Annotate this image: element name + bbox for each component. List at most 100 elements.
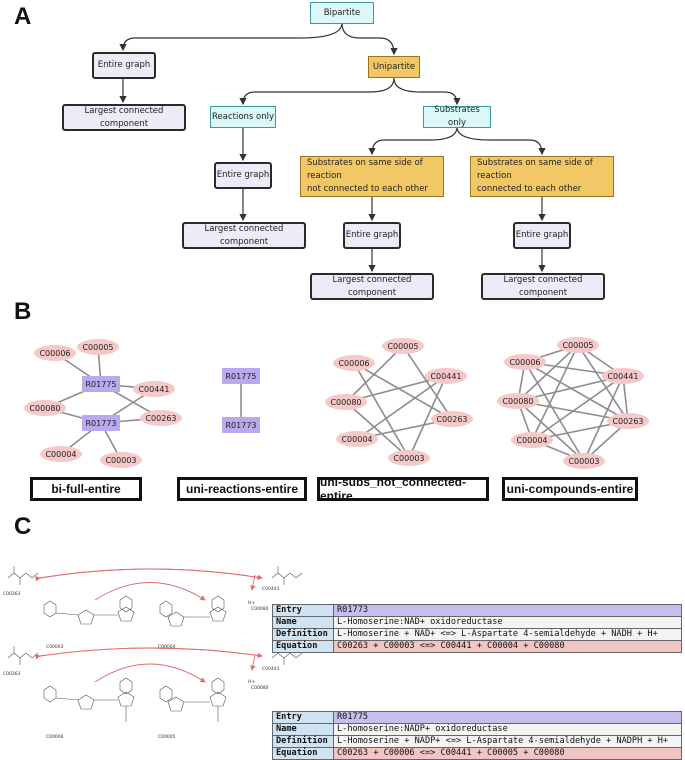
node-label: Largest connected component xyxy=(332,274,412,298)
node-r01775 xyxy=(82,376,120,392)
node-c00005-label: C00005 xyxy=(562,341,593,350)
node-c00080-label: C00080 xyxy=(330,398,361,407)
node-reactions-only-label: Reactions only xyxy=(211,111,275,122)
reaction-scheme-r01773: C00263 C00441 C00003 C00004 H+ C00080 xyxy=(3,566,303,650)
node-c00003-label: C00003 xyxy=(568,457,599,466)
node-c00080-label: C00080 xyxy=(29,404,60,413)
node-c00003 xyxy=(100,452,142,468)
chem-label-nadp-plus: C00006 xyxy=(46,734,64,740)
node-label: Largest connected component xyxy=(84,105,164,129)
node-c00003 xyxy=(563,453,605,469)
node-c00441-label: C00441 xyxy=(607,372,638,381)
graph-uni-compounds-entire: C00005 C00006 C00441 C00080 C00263 C0000… xyxy=(497,337,649,469)
node-c00263-label: C00263 xyxy=(436,415,467,424)
chem-label-homoserine: C00263 xyxy=(3,671,21,677)
node-c00003-label: C00003 xyxy=(105,456,136,465)
node-r01773 xyxy=(82,415,120,431)
node-c00004-label: C00004 xyxy=(341,435,372,444)
table-key: Entry xyxy=(272,711,334,724)
caption-bi-full-entire: bi-full-entire xyxy=(30,477,142,501)
node-label: Largest connected component xyxy=(503,274,583,298)
node-label: Largest connected component xyxy=(204,223,284,247)
node-r01773 xyxy=(222,417,260,433)
reaction-arrows xyxy=(35,647,263,683)
node-c00005-label: C00005 xyxy=(387,342,418,351)
node-line-1: Substrates on same side of reaction xyxy=(307,158,423,181)
table-value-entry: R01773 xyxy=(333,604,682,617)
node-r01775-label: R01775 xyxy=(225,372,256,381)
tree-connectors xyxy=(119,22,546,273)
panel-b-label: B xyxy=(14,298,32,325)
node-c00080 xyxy=(497,393,539,409)
table-value-definition: L-Homoserine + NAD+ <=> L-Aspartate 4-se… xyxy=(333,628,682,641)
caption-uni-reactions-entire: uni-reactions-entire xyxy=(177,477,307,501)
node-c00004-label: C00004 xyxy=(516,436,547,445)
panel-c-label: C xyxy=(14,513,32,540)
node-entire-graph-subs-not-connected: Entire graph xyxy=(343,222,401,249)
table-key: Name xyxy=(272,616,334,629)
node-c00080-label: C00080 xyxy=(502,397,533,406)
node-c00006 xyxy=(34,345,76,361)
reaction-scheme-r01775: C00263 C00441 C00006 C00005 H+ C00080 xyxy=(3,646,303,740)
table-value-equation: C00263 + C00003 <=> C00441 + C00004 + C0… xyxy=(333,640,682,653)
node-c00263 xyxy=(431,411,473,427)
node-c00004 xyxy=(40,446,82,462)
node-c00005 xyxy=(382,338,424,354)
node-c00080 xyxy=(325,394,367,410)
table-value-name: L-homoserine:NADP+ oxidoreductase xyxy=(333,723,682,736)
node-unipartite-label: Unipartite xyxy=(372,61,416,72)
nad-plus-structure xyxy=(43,595,135,625)
chem-label-proton: C00080 xyxy=(251,606,269,612)
node-c00006 xyxy=(504,354,546,370)
node-entire-graph-bipartite: Entire graph xyxy=(92,52,156,79)
table-key: Equation xyxy=(272,640,334,653)
table-key: Name xyxy=(272,723,334,736)
chem-label-homoserine: C00263 xyxy=(3,591,21,597)
node-substrates-only: Substrates only xyxy=(423,105,491,128)
chem-label-nadph: C00005 xyxy=(158,734,176,740)
node-c00441-label: C00441 xyxy=(138,385,169,394)
node-line-2: not connected to each other xyxy=(307,184,428,194)
caption-uni-subs-not-connected-entire: uni-subs_not_connected-entire xyxy=(317,475,489,503)
aspartate-semialdehyde-structure xyxy=(271,566,303,585)
node-r01773-label: R01773 xyxy=(85,419,116,428)
node-c00004 xyxy=(511,432,553,448)
node-line-1: Substrates on same side of reaction xyxy=(477,158,593,181)
nadp-plus-structure xyxy=(43,677,135,722)
node-largest-cc-subs-not-connected: Largest connected component xyxy=(310,273,434,300)
node-entire-graph-reactions: Entire graph xyxy=(214,162,272,189)
node-c00006-label: C00006 xyxy=(39,349,70,358)
chem-label-nad-plus: C00003 xyxy=(46,644,64,650)
node-reactions-only: Reactions only xyxy=(210,106,276,128)
node-c00003 xyxy=(388,450,430,466)
node-r01775-label: R01775 xyxy=(85,380,116,389)
node-c00004 xyxy=(336,431,378,447)
node-label: Entire graph xyxy=(345,230,399,240)
node-c00003-label: C00003 xyxy=(393,454,424,463)
node-c00005 xyxy=(557,337,599,353)
chem-label-nadh: C00004 xyxy=(158,644,176,650)
node-r01775 xyxy=(222,368,260,384)
node-label: Entire graph xyxy=(216,170,270,180)
node-largest-cc-reactions: Largest connected component xyxy=(182,222,306,249)
graph-uni-reactions-entire: R01775 R01773 xyxy=(222,368,260,433)
graph-panel: C00006 C00005 C00441 C00080 C00263 C0000… xyxy=(24,337,649,469)
node-substrates-only-label: Substrates only xyxy=(434,105,480,128)
node-c00263-label: C00263 xyxy=(145,414,176,423)
node-c00080 xyxy=(24,400,66,416)
chem-label-proton: C00080 xyxy=(251,685,269,691)
node-c00006 xyxy=(333,355,375,371)
chem-label-h-plus: H+ xyxy=(248,600,255,606)
node-c00004-label: C00004 xyxy=(45,450,76,459)
table-key: Entry xyxy=(272,604,334,617)
table-key: Definition xyxy=(272,735,334,748)
nadh-structure xyxy=(159,595,227,627)
node-c00441 xyxy=(133,381,175,397)
chem-label-aspartate-semialdehyde: C00441 xyxy=(262,666,280,672)
node-bipartite: Bipartite xyxy=(310,2,374,24)
node-c00441 xyxy=(425,368,467,384)
table-key: Definition xyxy=(272,628,334,641)
node-line-2: connected to each other xyxy=(477,184,582,194)
